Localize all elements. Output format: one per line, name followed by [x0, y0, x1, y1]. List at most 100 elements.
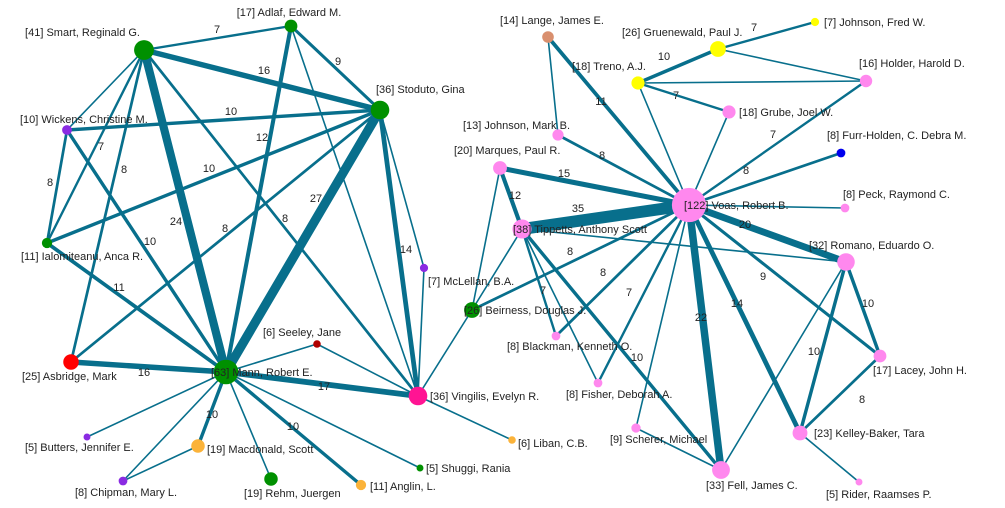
- node-smart[interactable]: [134, 40, 154, 60]
- edge-voas-blackman: [554, 203, 691, 338]
- node-romano[interactable]: [837, 253, 855, 271]
- node-ialomiteanu[interactable]: [41, 237, 53, 249]
- edge-weight-label: 7: [770, 129, 776, 141]
- node-blackman[interactable]: [551, 331, 561, 341]
- node-label-marques: [20] Marques, Paul R.: [454, 145, 560, 157]
- node-johnsonf[interactable]: [810, 17, 820, 27]
- edge-weight-label: 9: [335, 56, 341, 68]
- node-vingilis[interactable]: [408, 386, 428, 406]
- edge-weight-label: 7: [626, 287, 632, 299]
- node-asbridge[interactable]: [63, 354, 79, 370]
- edge-kelleybaker-rider: [799, 432, 860, 483]
- edge-smart-vingilis: [142, 48, 420, 398]
- node-gruenewald[interactable]: [710, 41, 726, 57]
- edge-vingilis-beirness: [417, 309, 473, 397]
- edge-lange-voas: [546, 35, 691, 207]
- edge-smart-stoduto: [141, 47, 383, 113]
- node-label-vingilis: [36] Vingilis, Evelyn R.: [430, 391, 539, 403]
- edge-voas-fell: [685, 201, 725, 474]
- node-johnsonm[interactable]: [552, 129, 564, 141]
- node-shuggi[interactable]: [416, 464, 424, 472]
- edge-wickens-stoduto: [65, 108, 382, 132]
- node-holder[interactable]: [859, 74, 873, 88]
- node-label-liban: [6] Liban, C.B.: [518, 438, 588, 450]
- edge-lacey-kelleybaker: [798, 354, 882, 435]
- node-treno[interactable]: [631, 76, 645, 90]
- node-label-fell: [33] Fell, James C.: [706, 480, 798, 492]
- edge-johnsonm-voas: [556, 133, 691, 207]
- node-tippetts[interactable]: [512, 219, 532, 239]
- edge-mann-chipman: [122, 371, 227, 482]
- node-label-shuggi: [5] Shuggi, Rania: [426, 463, 511, 475]
- edge-weight-label: 7: [540, 285, 546, 297]
- edge-voas-kelleybaker: [686, 202, 803, 436]
- edge-marques-voas: [497, 165, 692, 208]
- edge-lange-johnsonm: [547, 36, 559, 136]
- node-label-johnsonf: [7] Johnson, Fred W.: [824, 17, 926, 29]
- edge-weight-label: 10: [225, 106, 237, 118]
- node-mclellan[interactable]: [419, 263, 429, 273]
- edge-weight-label: 10: [287, 421, 299, 433]
- edge-mann-vingilis: [223, 369, 421, 399]
- node-wickens[interactable]: [62, 125, 72, 135]
- node-seeley[interactable]: [313, 340, 321, 348]
- edge-asbridge-mann: [68, 359, 229, 375]
- node-label-romano: [32] Romano, Eduardo O.: [809, 240, 934, 252]
- node-butters[interactable]: [83, 433, 91, 441]
- edge-treno-grube: [636, 81, 731, 114]
- node-fell[interactable]: [712, 461, 730, 479]
- node-rehm[interactable]: [264, 472, 278, 486]
- edge-beirness-voas: [470, 203, 691, 312]
- node-fisher[interactable]: [593, 378, 603, 388]
- node-anglin[interactable]: [355, 479, 367, 491]
- node-lange[interactable]: [542, 31, 554, 43]
- node-label-asbridge: [25] Asbridge, Mark: [22, 371, 117, 383]
- edge-labels-layer: 7169102427121078810111688141710101171077…: [47, 22, 874, 433]
- node-label-butters: [5] Butters, Jennifer E.: [25, 442, 134, 454]
- edge-voas-scherer: [635, 204, 690, 429]
- node-macdonald[interactable]: [191, 439, 205, 453]
- edge-weight-label: 12: [509, 190, 521, 202]
- node-grube[interactable]: [722, 105, 736, 119]
- node-chipman[interactable]: [118, 476, 128, 486]
- edge-mann-macdonald: [196, 370, 228, 448]
- edge-romano-lacey: [844, 260, 882, 358]
- edge-treno-gruenewald: [636, 47, 720, 85]
- edge-weight-label: 8: [600, 267, 606, 279]
- node-voas[interactable]: [671, 187, 707, 223]
- edge-mann-anglin: [224, 370, 363, 487]
- node-label-lacey: [17] Lacey, John H.: [873, 365, 967, 377]
- node-mann[interactable]: [213, 359, 239, 385]
- edge-marques-tippetts: [497, 165, 525, 232]
- node-rider[interactable]: [855, 478, 863, 486]
- node-label-lange: [14] Lange, James E.: [500, 15, 604, 27]
- node-peck[interactable]: [840, 203, 850, 213]
- node-lacey[interactable]: [873, 349, 887, 363]
- edge-weight-label: 8: [567, 246, 573, 258]
- edge-weight-label: 10: [808, 346, 820, 358]
- edge-adlaf-vingilis: [290, 25, 419, 397]
- edge-stoduto-mann: [221, 105, 385, 377]
- node-stoduto[interactable]: [370, 100, 390, 120]
- edge-weight-label: 7: [98, 141, 104, 153]
- edge-weight-label: 11: [113, 282, 124, 294]
- node-scherer[interactable]: [631, 423, 641, 433]
- node-beirness[interactable]: [464, 302, 480, 318]
- edge-weight-label: 14: [400, 244, 412, 256]
- node-adlaf[interactable]: [284, 19, 298, 33]
- edge-weight-label: 12: [256, 132, 268, 144]
- edge-weight-label: 22: [695, 312, 707, 324]
- edge-mann-shuggi: [225, 371, 421, 469]
- edge-adlaf-stoduto: [289, 24, 382, 112]
- edge-gruenewald-johnsonf: [716, 20, 817, 51]
- node-label-johnsonm: [13] Johnson, Mark B.: [463, 120, 570, 132]
- edge-treno-voas: [637, 82, 690, 206]
- node-liban[interactable]: [508, 436, 516, 444]
- edge-tippetts-blackman: [520, 227, 558, 338]
- node-label-rehm: [19] Rehm, Juergen: [244, 488, 341, 500]
- node-kelleybaker[interactable]: [792, 425, 808, 441]
- node-furrholden[interactable]: [836, 148, 846, 158]
- node-marques[interactable]: [493, 161, 507, 175]
- edge-adlaf-mann: [223, 23, 294, 375]
